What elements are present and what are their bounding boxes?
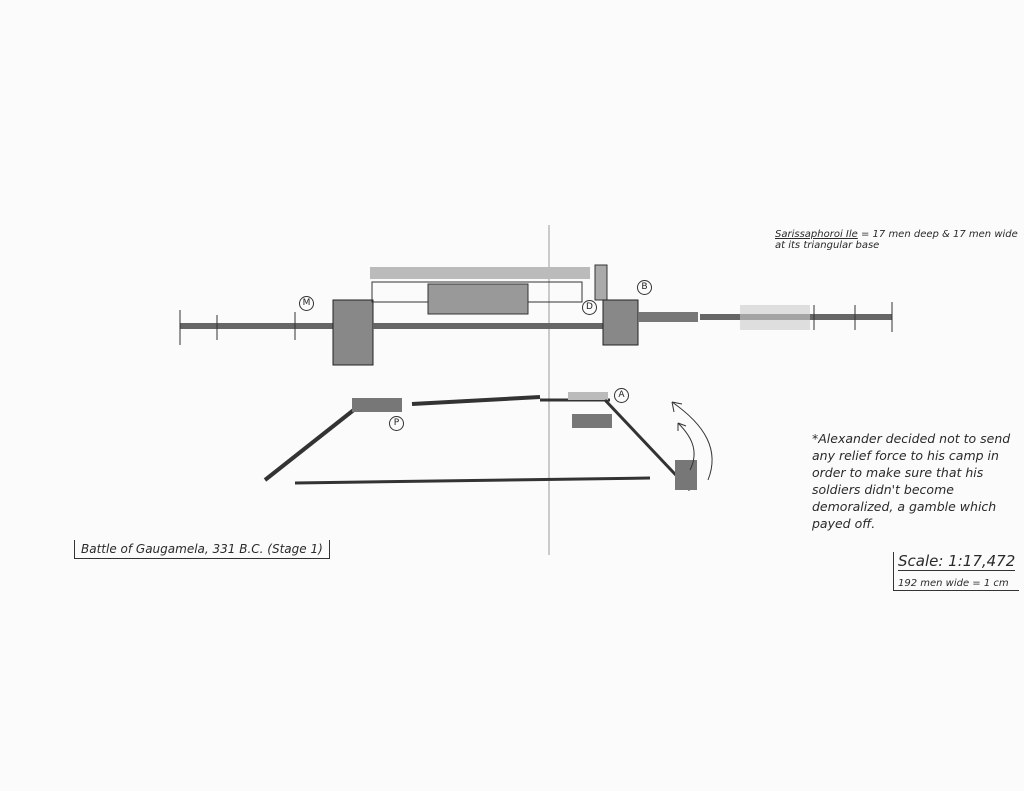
persian-chariots xyxy=(370,267,590,279)
arrow-icon xyxy=(671,401,713,481)
unit-label-m: M xyxy=(299,296,314,311)
alexander-note: *Alexander decided not to send any relie… xyxy=(812,431,1011,531)
macedonian-line xyxy=(263,392,713,492)
legend-text: = 17 men deep & 17 men wide at its trian… xyxy=(775,229,1018,251)
scale-unit: 192 men wide = 1 cm xyxy=(898,578,1009,589)
diagram-title: Battle of Gaugamela, 331 B.C. (Stage 1) xyxy=(74,540,330,559)
legend-term: Sarissaphoroi Ile xyxy=(775,229,858,240)
arrow-icon xyxy=(677,422,695,471)
scale-ratio: Scale: 1:17,472 xyxy=(898,552,1016,571)
legend-note: Sarissaphoroi Ile = 17 men deep & 17 men… xyxy=(775,229,1020,251)
scale-box: Scale: 1:17,472 192 men wide = 1 cm xyxy=(893,552,1020,591)
unit-label-a: A xyxy=(614,388,629,403)
unit-label-p: P xyxy=(389,416,404,431)
persian-line xyxy=(179,264,893,366)
unit-label-d: D xyxy=(582,300,597,315)
unit-label-b: B xyxy=(637,280,652,295)
second-line xyxy=(294,476,651,485)
